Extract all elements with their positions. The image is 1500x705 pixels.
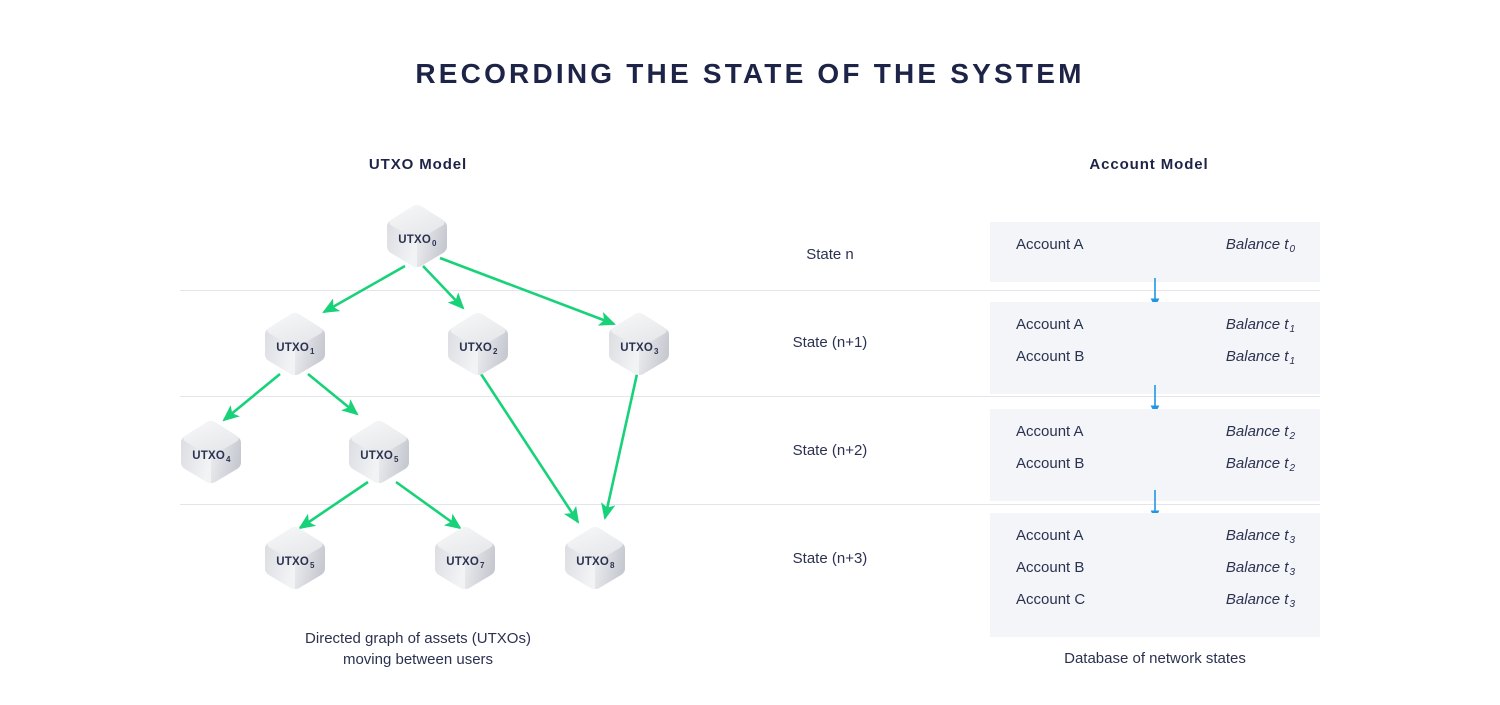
table-row: Account C Balance t3 <box>1016 591 1295 623</box>
utxo-node-label: UTXO2 <box>459 342 498 356</box>
account-name: Account A <box>1016 316 1084 333</box>
account-name: Account B <box>1016 559 1085 576</box>
account-balance: Balance t2 <box>1225 423 1295 442</box>
utxo-node-label: UTXO5 <box>360 450 399 464</box>
utxo-node-5[interactable]: UTXO5 <box>348 420 410 484</box>
page-title: RECORDING THE STATE OF THE SYSTEM <box>415 58 1085 89</box>
state-label-n3: State (n+3) <box>792 550 868 567</box>
cube-icon <box>181 421 241 483</box>
caption-account-model: Database of network states <box>1064 650 1246 667</box>
cube-icon <box>349 421 409 483</box>
caption-utxo-model: Directed graph of assets (UTXOs) moving … <box>268 628 568 670</box>
utxo-node-8[interactable]: UTXO8 <box>564 526 626 590</box>
cube-icon <box>565 527 625 589</box>
account-balance: Balance t1 <box>1225 316 1295 335</box>
table-row: Account A Balance t0 <box>1016 236 1295 268</box>
utxo-node-label: UTXO4 <box>192 450 231 464</box>
utxo-node-4[interactable]: UTXO4 <box>180 420 242 484</box>
account-balance: Balance t0 <box>1225 236 1295 255</box>
cube-icon <box>609 313 669 375</box>
column-header-account-model: Account Model <box>1089 156 1209 173</box>
table-row: Account A Balance t1 <box>1016 316 1295 348</box>
cube-icon <box>265 313 325 375</box>
state-divider-1 <box>180 290 1320 291</box>
account-state-box-n: Account A Balance t0 <box>990 222 1320 282</box>
table-row: Account A Balance t2 <box>1016 423 1295 455</box>
cube-icon <box>448 313 508 375</box>
account-balance: Balance t2 <box>1225 455 1295 474</box>
table-row: Account B Balance t3 <box>1016 559 1295 591</box>
caption-line-1: Directed graph of assets (UTXOs) <box>305 630 531 647</box>
table-row: Account B Balance t1 <box>1016 348 1295 380</box>
utxo-node-label: UTXO7 <box>446 556 485 570</box>
account-name: Account A <box>1016 236 1084 253</box>
utxo-node-7[interactable]: UTXO7 <box>434 526 496 590</box>
state-label-n2: State (n+2) <box>792 442 868 459</box>
utxo-node-label: UTXO5 <box>276 556 315 570</box>
utxo-node-label: UTXO0 <box>398 234 437 248</box>
column-header-utxo-model: UTXO Model <box>368 156 468 173</box>
account-balance: Balance t3 <box>1225 527 1295 546</box>
cube-icon <box>265 527 325 589</box>
account-state-box-n1: Account A Balance t1 Account B Balance t… <box>990 302 1320 394</box>
utxo-node-2[interactable]: UTXO2 <box>447 312 509 376</box>
account-balance: Balance t1 <box>1225 348 1295 367</box>
utxo-node-3[interactable]: UTXO3 <box>608 312 670 376</box>
account-state-box-n3: Account A Balance t3 Account B Balance t… <box>990 513 1320 637</box>
account-name: Account B <box>1016 348 1085 365</box>
table-row: Account A Balance t3 <box>1016 527 1295 559</box>
account-balance: Balance t3 <box>1225 591 1295 610</box>
utxo-node-label: UTXO3 <box>620 342 659 356</box>
account-name: Account A <box>1016 527 1084 544</box>
state-divider-3 <box>180 504 1320 505</box>
utxo-node-6[interactable]: UTXO5 <box>264 526 326 590</box>
cube-icon <box>435 527 495 589</box>
utxo-node-label: UTXO1 <box>276 342 315 356</box>
caption-line-2: moving between users <box>342 651 494 668</box>
table-row: Account B Balance t2 <box>1016 455 1295 487</box>
utxo-node-1[interactable]: UTXO1 <box>264 312 326 376</box>
account-balance: Balance t3 <box>1225 559 1295 578</box>
account-name: Account B <box>1016 455 1085 472</box>
utxo-node-label: UTXO8 <box>576 556 615 570</box>
account-state-box-n2: Account A Balance t2 Account B Balance t… <box>990 409 1320 501</box>
account-name: Account C <box>1016 591 1086 608</box>
cube-icon <box>387 205 447 267</box>
state-label-n1: State (n+1) <box>792 334 868 351</box>
utxo-node-0[interactable]: UTXO0 <box>386 204 448 268</box>
account-name: Account A <box>1016 423 1084 440</box>
state-label-n: State n <box>806 246 854 263</box>
state-divider-2 <box>180 396 1320 397</box>
